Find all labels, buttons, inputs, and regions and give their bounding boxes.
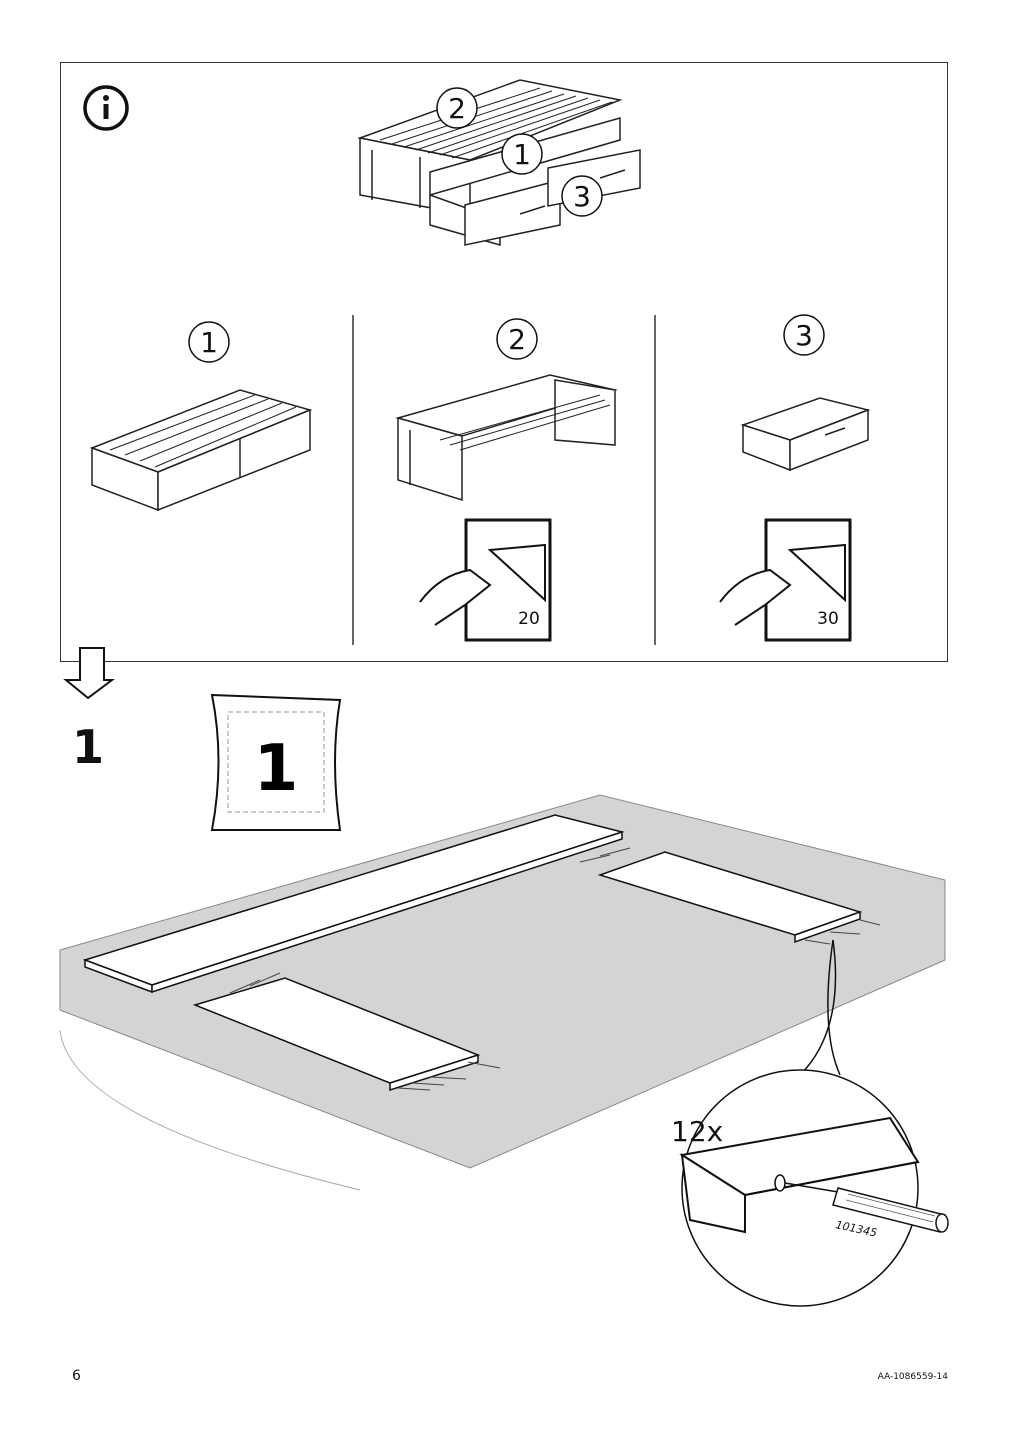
section-1-number: 1: [200, 326, 218, 359]
overview-label-1: 1: [513, 138, 531, 171]
page-number: 6: [72, 1368, 81, 1384]
short-panel-left: [192, 972, 501, 1092]
overview-callout-3: 3: [561, 175, 603, 217]
step-number: 1: [72, 720, 105, 774]
bed-overview-illustration: [357, 79, 641, 246]
section-1: 1: [89, 321, 313, 512]
overview-label-3: 3: [573, 180, 591, 213]
drawer-illustration: [740, 397, 871, 472]
arrow-down-icon: [63, 647, 115, 700]
section-3-number: 3: [795, 319, 813, 352]
bed-frame-illustration: [89, 389, 313, 512]
section-2-number: 2: [508, 323, 526, 356]
dowel-icon: [832, 1187, 949, 1233]
overview-callout-2: 2: [436, 87, 478, 129]
page-reference-icon: 30: [719, 518, 852, 642]
quantity-label: 12x: [671, 1115, 723, 1148]
page-reference-20: 20: [518, 609, 540, 629]
bag-number: 1: [254, 732, 299, 806]
long-side-panel: [82, 814, 625, 994]
section-3: 3 30: [719, 314, 871, 642]
section-2: 2 20: [395, 318, 618, 642]
info-panel: [60, 62, 948, 662]
bed-headboard-illustration: [395, 374, 618, 502]
dowel-detail-callout: 101345 12x: [671, 939, 949, 1307]
page-reference-icon: 20: [419, 518, 552, 642]
hardware-bag-icon: 1: [210, 693, 342, 831]
overview-label-2: 2: [448, 92, 466, 125]
page-reference-30: 30: [817, 609, 839, 629]
info-icon: [83, 85, 129, 131]
overview-callout-1: 1: [501, 133, 543, 175]
document-code: AA-1086559-14: [877, 1372, 948, 1382]
short-panel-right: [579, 847, 881, 945]
